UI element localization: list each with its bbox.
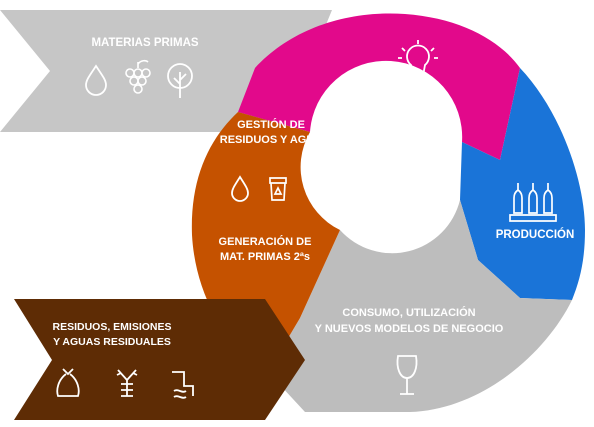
tree-icon <box>167 63 193 98</box>
design-segment <box>238 13 520 160</box>
waste-output-label-line2: Y AGUAS RESIDUALES <box>53 336 171 348</box>
secondary-materials-label-line1: GENERACIÓN DE <box>219 235 312 248</box>
cycle-center <box>320 105 460 245</box>
garbage-bag-icon <box>56 368 80 397</box>
waste-management-label-line2: RESIDUOS Y AGUA <box>220 134 323 146</box>
secondary-materials-label-line2: MAT. PRIMAS 2ªs <box>220 251 310 263</box>
waste-output-arrow <box>14 299 305 420</box>
design-label: DISEÑO <box>396 96 440 109</box>
production-segment <box>460 68 585 300</box>
consumption-label-line1: CONSUMO, UTILIZACIÓN <box>342 306 475 319</box>
waste-output-label-line1: RESIDUOS, EMISIONES <box>52 321 171 333</box>
water-drop-icon <box>231 175 249 202</box>
recycling-bin-icon <box>269 177 287 201</box>
wine-glass-icon <box>396 355 418 395</box>
dead-tree-icon <box>116 369 138 397</box>
consumption-segment <box>268 200 572 412</box>
grapes-icon <box>125 59 151 94</box>
water-drop-icon <box>85 64 107 96</box>
bottling-line-icon <box>509 183 557 222</box>
water-discharge-icon <box>172 371 194 399</box>
raw-materials-label: MATERIAS PRIMAS <box>91 37 198 49</box>
production-label: PRODUCCIÓN <box>496 228 575 241</box>
waste-management-label-line1: GESTIÓN DE <box>237 118 305 131</box>
consumption-label-line2: Y NUEVOS MODELOS DE NEGOCIO <box>315 323 504 335</box>
lightbulb-icon <box>398 40 438 85</box>
